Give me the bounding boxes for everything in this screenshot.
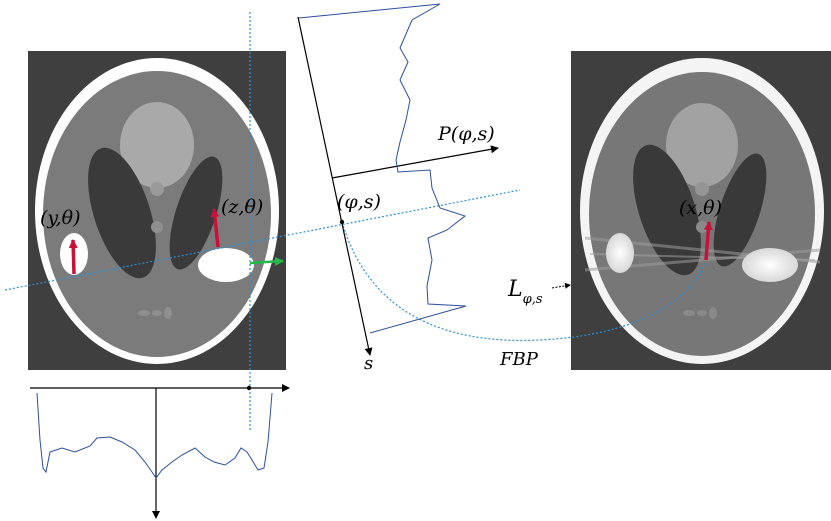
l-label-subscript: φ,s [523,292,543,307]
right-bright-spot-right [742,248,798,282]
ray-lines [4,12,706,430]
p-phi-s-label: P(φ,s) [437,123,495,145]
right-bright-spot-left [606,233,634,273]
right-small-dot-3 [683,310,695,316]
y-theta-label: (y,θ) [40,207,81,229]
right-phantom [571,51,831,370]
left-phantom [28,51,286,370]
right-central-region [666,103,738,187]
red-arrow-icon [68,239,78,275]
red-arrow-icon [703,221,713,261]
s-axis [297,16,373,356]
phi-s-point [339,219,345,225]
p-axis [331,145,499,179]
projection-ray [4,189,521,291]
l-label: Lφ,s [507,277,543,307]
right-small-dot-1 [695,182,709,196]
left-small-dot-1 [150,182,164,196]
bottom-profile-curve [36,392,273,479]
right-small-dot-5 [709,307,717,319]
bottom-axis-point [246,385,252,391]
green-arrow-icon [249,256,284,266]
left-ventricle-left [88,147,156,279]
center-projection [297,3,499,356]
right-small-dot-2 [696,221,708,233]
left-ventricle-right [169,156,223,270]
right-ventricle-left [633,144,701,276]
left-small-dot-2 [151,221,163,233]
center-profile-curve [298,3,467,334]
left-small-dot-5 [164,307,172,319]
red-arrow-icon [210,208,220,248]
right-brain-tissue [589,72,815,356]
l-label-base: L [507,277,523,302]
left-brain-tissue [43,71,271,357]
right-ventricle-right [713,153,767,267]
phi-s-label: (φ,s) [337,191,381,213]
left-central-region [120,102,194,188]
left-small-dot-4 [152,310,162,316]
z-theta-label: (z,θ) [221,196,263,218]
left-small-dot-3 [138,310,150,316]
x-theta-label: (x,θ) [679,197,722,219]
fbp-label: FBP [499,349,539,370]
right-small-dot-4 [697,310,707,316]
bottom-projection [30,384,290,519]
l-pointer-arrow [551,282,571,289]
left-bright-spot-right [198,248,254,282]
s-axis-label: s [364,353,373,374]
fbp-backprojection-curve [341,221,706,342]
